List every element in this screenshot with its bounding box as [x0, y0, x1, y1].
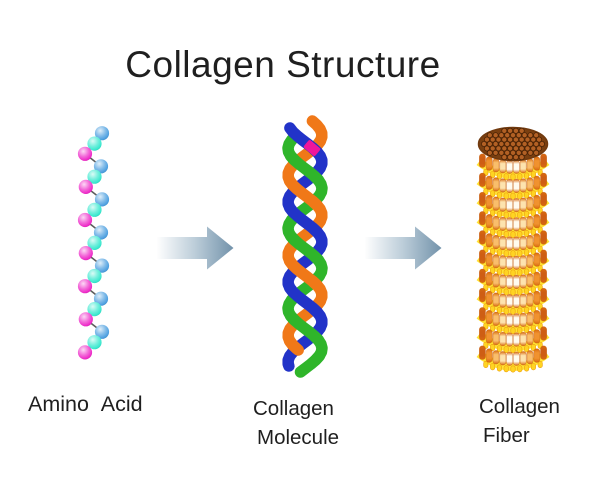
- collagen-fiber-illustration: [476, 126, 550, 373]
- collagen-molecule-illustration: [282, 115, 328, 378]
- label-text: Collagen: [479, 395, 560, 418]
- label-collagen-molecule: Collagen Molecule: [253, 394, 339, 452]
- label-amino-acid: Amino Acid: [28, 390, 143, 419]
- arrow-icon: [365, 226, 442, 270]
- arrow-icon: [157, 226, 234, 270]
- label-text: Amino Acid: [28, 392, 143, 416]
- amino-acid-chain-illustration: [77, 126, 110, 360]
- label-text: Fiber: [483, 424, 530, 447]
- page-title: Collagen Structure: [125, 44, 441, 85]
- label-collagen-fiber: Collagen Fiber: [479, 392, 560, 450]
- label-text: Collagen: [253, 397, 334, 420]
- label-text: Molecule: [257, 426, 340, 449]
